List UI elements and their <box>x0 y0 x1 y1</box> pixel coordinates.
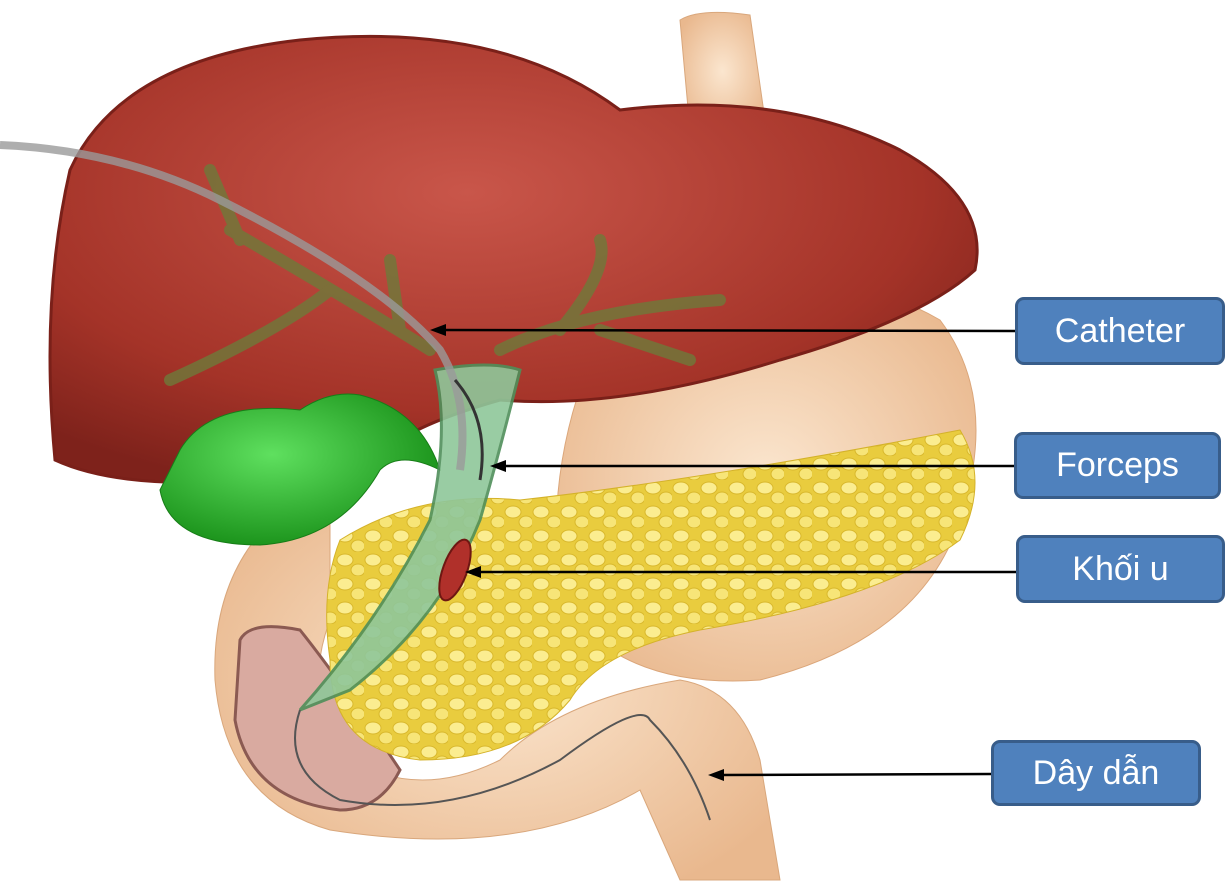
catheter-tube <box>0 141 467 471</box>
pancreas <box>326 429 976 761</box>
forceps-tool <box>453 379 484 481</box>
esophagus <box>679 11 766 131</box>
pointer-lines <box>430 324 1017 781</box>
label-guidewire: Dây dẫn <box>991 740 1201 806</box>
label-catheter: Catheter <box>1015 297 1225 365</box>
liver <box>48 34 979 484</box>
duodenum-lumen <box>233 625 402 812</box>
tumor <box>438 538 472 602</box>
guidewire <box>294 709 711 821</box>
label-tumor: Khối u <box>1016 535 1225 603</box>
label-forceps: Forceps <box>1014 432 1221 499</box>
gallbladder <box>159 393 441 546</box>
